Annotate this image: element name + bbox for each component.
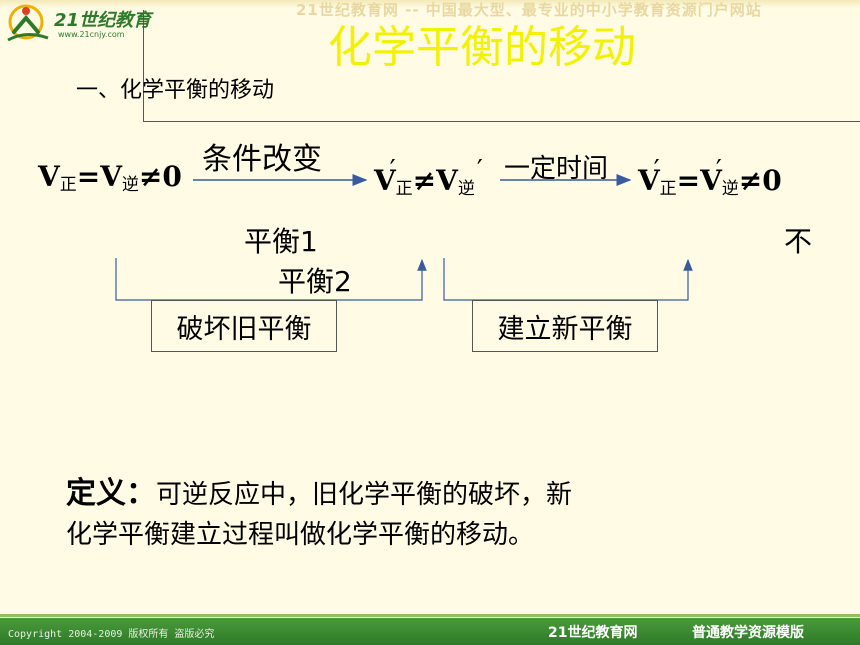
footer-bar	[0, 618, 860, 645]
logo-text: 21世纪教育	[54, 10, 152, 31]
bracket-build	[443, 258, 693, 301]
logo-icon	[7, 4, 49, 42]
footer-divider	[0, 614, 860, 617]
time-label: 一定时间	[504, 154, 609, 184]
new-rate-equal-expr: V′正=V′逆≠0	[638, 155, 782, 199]
rate-equal-expr: V正=V逆≠0	[38, 160, 182, 195]
title-frame	[143, 10, 860, 122]
definition-key: 定义：	[66, 476, 156, 511]
state-unbalanced: 不	[784, 225, 813, 258]
footer-tagline: 普通教学资源模版	[692, 625, 804, 641]
definition-text: 定义：可逆反应中，旧化学平衡的破坏，新化学平衡建立过程叫做化学平衡的移动。	[66, 474, 596, 555]
copyright-text: Copyright 2004-2009 版权所有 盗版必究	[8, 629, 215, 640]
banner-text: 21世纪教育网 -- 中国最大型、最专业的中小学教育资源门户网站	[296, 1, 762, 19]
footer-brand: 21世纪教育网	[548, 625, 638, 641]
slide-subtitle: 一、化学平衡的移动	[76, 78, 275, 103]
bracket-break	[115, 258, 427, 301]
rate-unequal-expr: V′正≠V逆′	[374, 155, 483, 199]
logo: 21世纪教育 www.21cnjy.com	[4, 2, 151, 50]
top-bar	[0, 0, 860, 8]
logo-url: www.21cnjy.com	[58, 30, 125, 39]
definition-body: 可逆反应中，旧化学平衡的破坏，新化学平衡建立过程叫做化学平衡的移动。	[66, 480, 573, 550]
state-balance-2: 平衡2	[278, 265, 352, 298]
break-old-balance-box: 破坏旧平衡	[151, 300, 337, 352]
state-balance-1: 平衡1	[244, 225, 318, 258]
build-new-balance-box: 建立新平衡	[472, 300, 658, 352]
slide-title: 化学平衡的移动	[328, 22, 636, 73]
condition-change-label: 条件改变	[202, 142, 322, 177]
